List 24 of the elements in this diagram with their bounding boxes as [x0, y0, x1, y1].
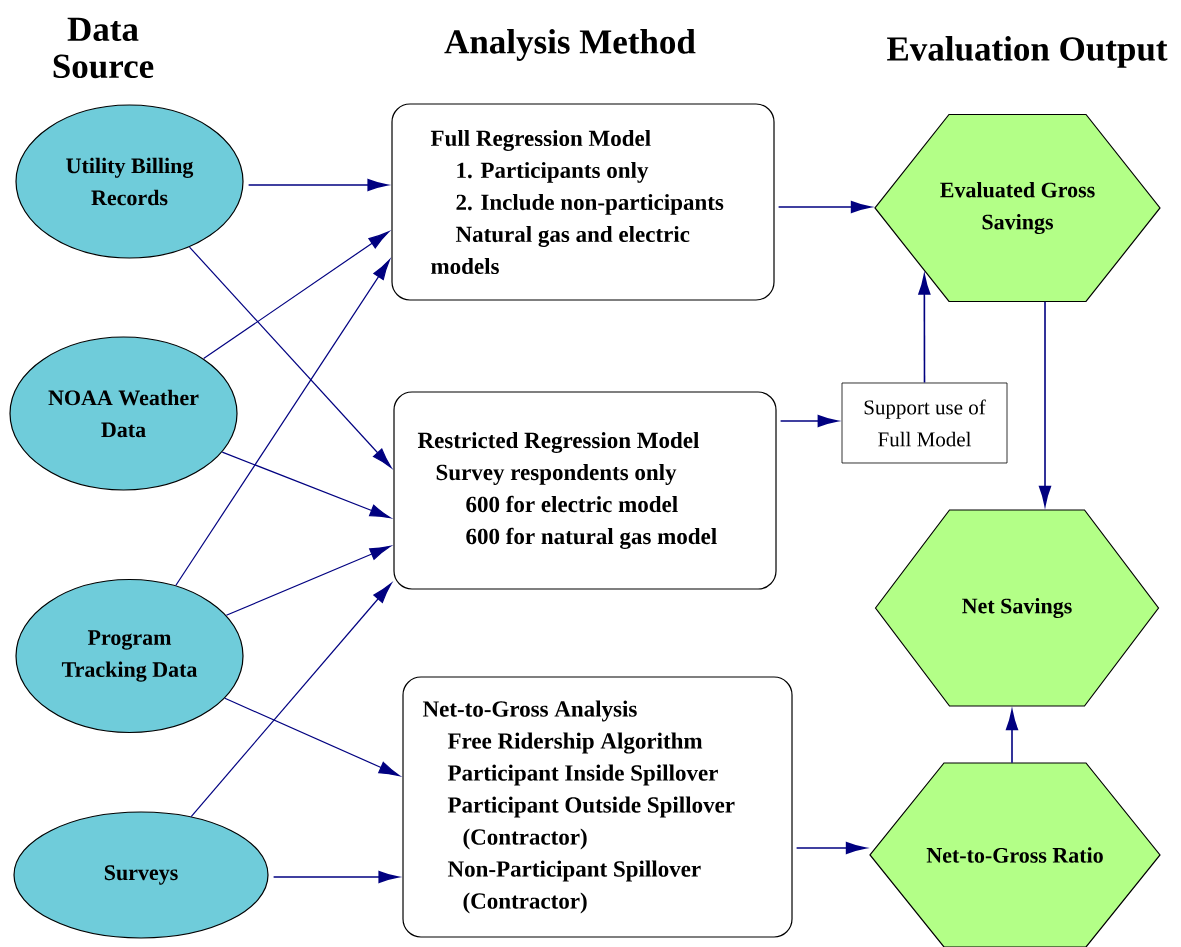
arrow: [1005, 709, 1019, 764]
arrow: [221, 451, 391, 519]
output-hexagon: Evaluated Gross Savings: [874, 113, 1161, 303]
arrow: [777, 200, 872, 214]
arrow: [795, 841, 867, 855]
arrow: [224, 697, 400, 777]
arrow: [272, 870, 399, 884]
arrow: [1038, 300, 1052, 507]
column-heading: Evaluation Output: [887, 36, 1168, 68]
arrow: [190, 582, 392, 818]
arrow: [247, 178, 388, 192]
note-box: Support use of Full Model: [841, 382, 1008, 464]
arrow: [225, 545, 391, 616]
arrow: [779, 414, 838, 428]
process-box: Net-to-Gross Analysis Free Ridership Algorithm Participant Inside Spillover Participant Outside Spillover (Contractor) Non-Participant Spillover (Contractor): [402, 676, 793, 938]
column-heading: Analysis Method: [444, 29, 696, 61]
output-hexagon: Net-to-Gross Ratio: [869, 762, 1161, 947]
process-box: Full Regression Model 1. Participants only 2. Include non-participants Natural gas and electric models: [391, 103, 775, 301]
arrow: [175, 259, 391, 587]
arrow: [918, 274, 931, 384]
arrow: [188, 246, 392, 469]
arrow: [203, 231, 390, 360]
process-box: Restricted Regression Model Survey respondents only 600 for electric model 600 for natural gas model: [393, 391, 777, 590]
output-hexagon: Net Savings: [874, 509, 1160, 707]
